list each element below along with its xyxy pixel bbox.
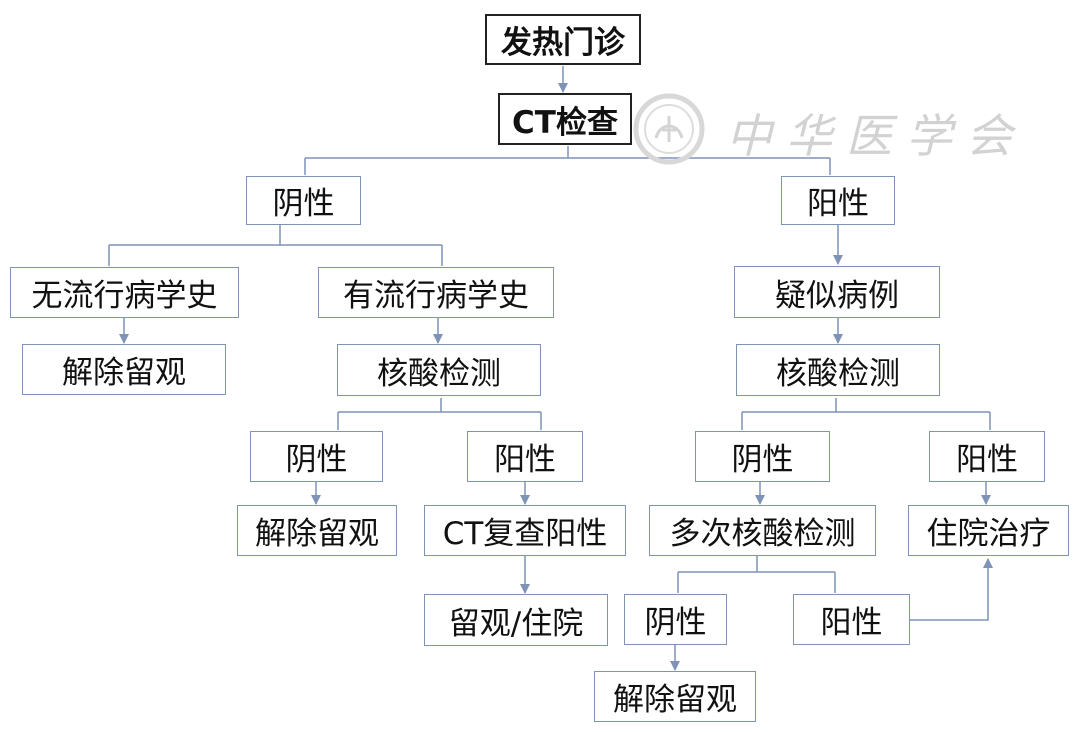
node-observe-or-admit: 留观/住院: [424, 594, 608, 646]
node-multi-positive: 阳性: [793, 594, 910, 645]
node-right-nat-positive: 阳性: [929, 431, 1045, 482]
node-release-2: 解除留观: [237, 505, 397, 556]
connector-right-nat-split: [741, 398, 991, 430]
node-multiple-nat-tests: 多次核酸检测: [649, 505, 876, 556]
node-no-epi-history: 无流行病学史: [10, 267, 239, 318]
node-left-nat-positive: 阳性: [467, 431, 583, 482]
watermark: 中华医学会: [632, 88, 1012, 168]
node-has-epi-history: 有流行病学史: [318, 267, 554, 318]
node-nat-test-right: 核酸检测: [736, 344, 940, 396]
node-ct-negative: 阴性: [246, 176, 361, 225]
node-release-3: 解除留观: [594, 671, 756, 722]
logo-seal: [633, 93, 705, 165]
node-fever-clinic: 发热门诊: [485, 14, 641, 65]
connector-multi-split: [677, 556, 836, 593]
connector-multipos-to-hospital: [910, 558, 993, 621]
node-ct-recheck-positive: CT复查阳性: [424, 505, 626, 556]
connector-ct-split: [304, 146, 831, 175]
connector-left-nat-split: [337, 398, 542, 430]
node-release-1: 解除留观: [22, 344, 226, 395]
watermark-text: 中华医学会: [726, 109, 1026, 163]
connector-negative-split: [108, 225, 443, 266]
node-left-nat-negative: 阴性: [250, 431, 383, 482]
node-right-nat-negative: 阴性: [695, 431, 830, 482]
node-nat-test-left: 核酸检测: [337, 344, 541, 396]
node-multi-negative: 阴性: [624, 594, 727, 645]
node-hospitalize: 住院治疗: [908, 505, 1069, 556]
node-ct-positive: 阳性: [781, 176, 895, 225]
node-ct-exam: CT检查: [498, 93, 632, 145]
node-suspected-case: 疑似病例: [734, 266, 940, 318]
